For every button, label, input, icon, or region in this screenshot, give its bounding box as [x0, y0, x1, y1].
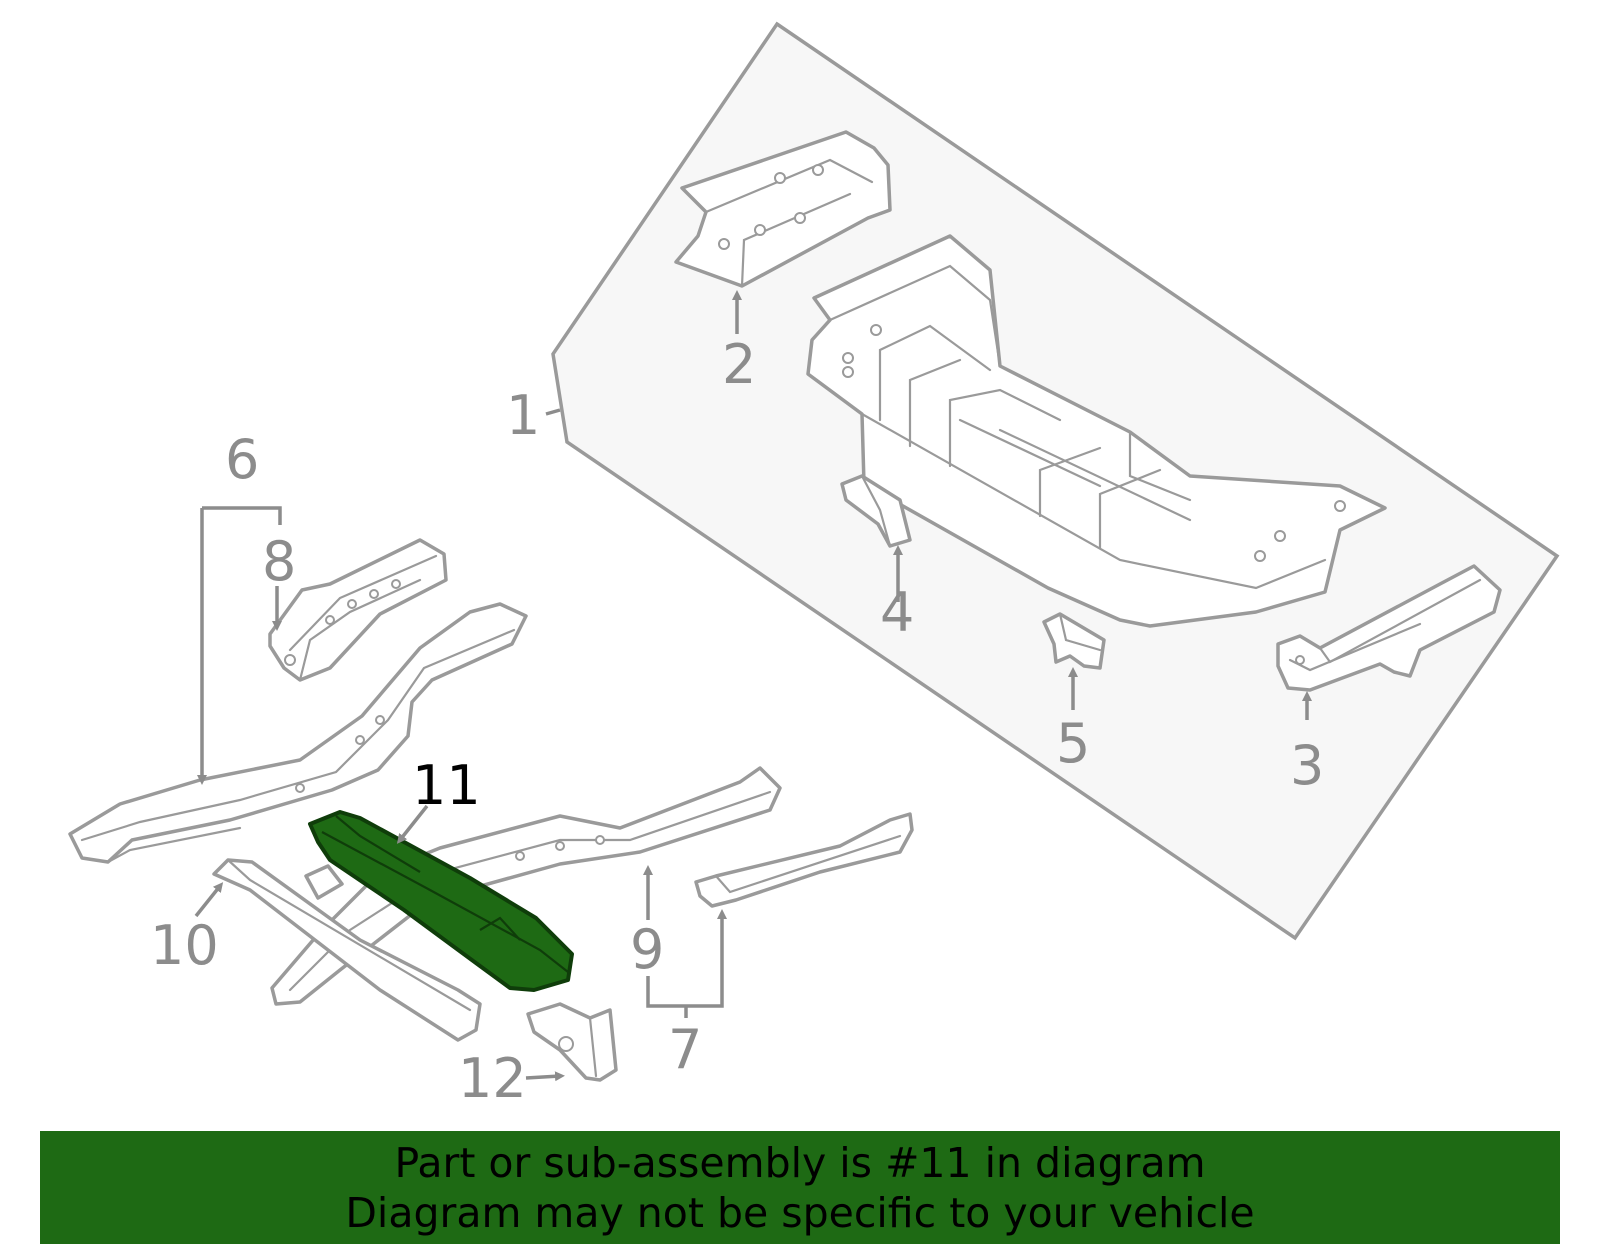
callout-4: 4	[880, 581, 914, 644]
leader-lines	[194, 290, 1312, 1082]
info-banner: Part or sub-assembly is #11 in diagram D…	[40, 1131, 1560, 1244]
callout-7: 7	[668, 1018, 702, 1081]
part-4-bracket[interactable]	[840, 474, 912, 548]
part-8-bracket[interactable]	[268, 538, 448, 682]
part-3-bracket[interactable]	[1276, 564, 1502, 692]
part-11-highlighted[interactable]	[308, 810, 574, 992]
callout-2: 2	[722, 333, 756, 396]
callout-12: 12	[458, 1047, 527, 1110]
part-5-bracket[interactable]	[1042, 612, 1106, 670]
callout-6: 6	[225, 428, 259, 491]
callout-8: 8	[262, 530, 296, 593]
callout-3: 3	[1290, 734, 1324, 797]
callout-11: 11	[412, 754, 481, 817]
callout-5: 5	[1056, 712, 1090, 775]
callout-10: 10	[150, 914, 219, 977]
banner-line-2: Diagram may not be specific to your vehi…	[345, 1188, 1255, 1237]
callout-9: 9	[630, 918, 664, 981]
part-12-bracket[interactable]	[526, 1002, 618, 1082]
rear-floor-crossmember[interactable]	[806, 234, 1387, 628]
part-10-bracket[interactable]	[212, 858, 482, 1042]
part-7-brace[interactable]	[694, 812, 914, 908]
part-2-bracket[interactable]	[674, 130, 892, 288]
callout-1: 1	[506, 384, 540, 447]
banner-line-1: Part or sub-assembly is #11 in diagram	[394, 1138, 1206, 1187]
part-6-frame-rail[interactable]	[68, 602, 528, 864]
